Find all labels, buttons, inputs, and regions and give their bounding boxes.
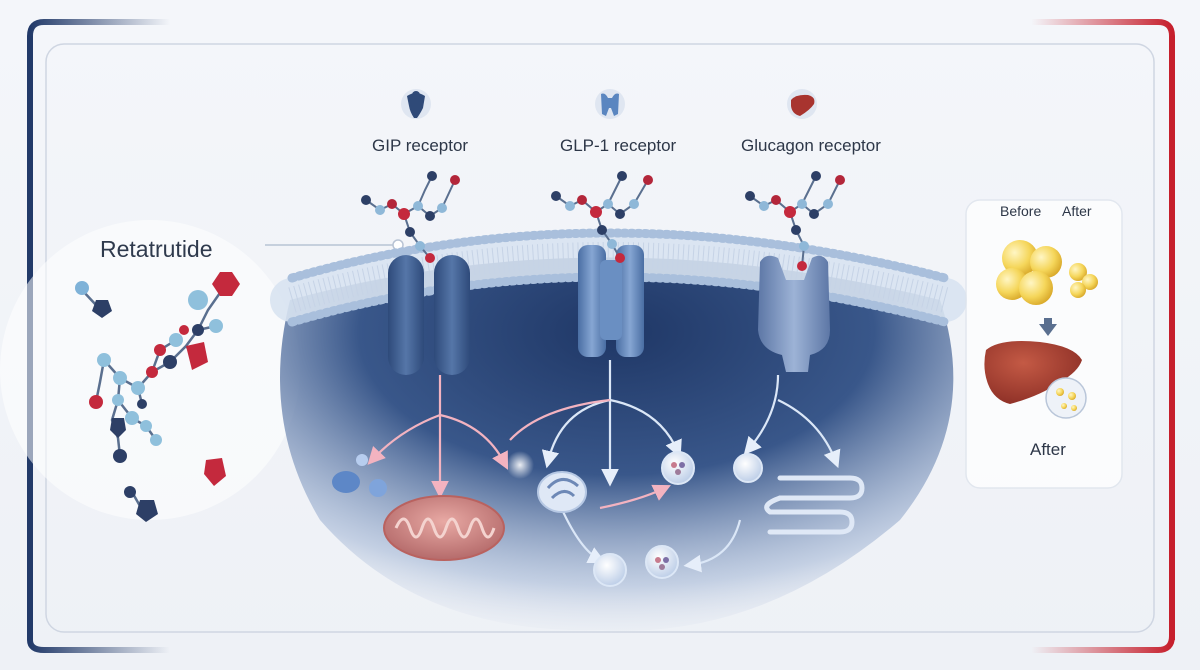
liver-icon <box>787 89 817 119</box>
liver-fat-zoom <box>1045 377 1087 419</box>
liver-organ <box>984 341 1082 404</box>
molecule-name: Retatrutide <box>100 236 213 262</box>
glp1-receptor-label: GLP-1 receptor <box>560 136 677 155</box>
fat-cells-after <box>1069 263 1098 298</box>
golgi-organelle <box>537 471 587 513</box>
mitochondrion <box>383 495 505 561</box>
gip-receptor <box>388 255 470 375</box>
retatrutide-molecule <box>75 272 240 522</box>
endoplasmic-reticulum <box>764 475 865 535</box>
vesicle-cluster <box>593 451 763 587</box>
glp1-receptor <box>578 245 644 357</box>
gip-receptor-label: GIP receptor <box>372 136 469 155</box>
connector-line <box>265 239 404 251</box>
down-arrow <box>1039 318 1057 336</box>
glucagon-receptor-label: Glucagon receptor <box>741 136 881 155</box>
small-vesicles <box>332 454 387 497</box>
ligand-molecule-glp1 <box>551 171 653 263</box>
after-label-top: After <box>1062 203 1092 219</box>
fat-loss-inset <box>965 199 1123 489</box>
before-label: Before <box>1000 203 1042 219</box>
glucagon-receptor <box>758 255 830 372</box>
cell-membrane <box>270 228 967 327</box>
pancreas-icon <box>401 89 431 119</box>
ligand-molecule-glucagon <box>745 171 845 271</box>
stomach-icon <box>595 89 625 119</box>
fat-cells-before <box>996 240 1062 305</box>
ligand-molecule-gip <box>361 171 460 263</box>
after-label-bottom: After <box>1030 440 1066 459</box>
signaling-arrows <box>367 360 841 573</box>
glow-spark <box>506 451 534 479</box>
